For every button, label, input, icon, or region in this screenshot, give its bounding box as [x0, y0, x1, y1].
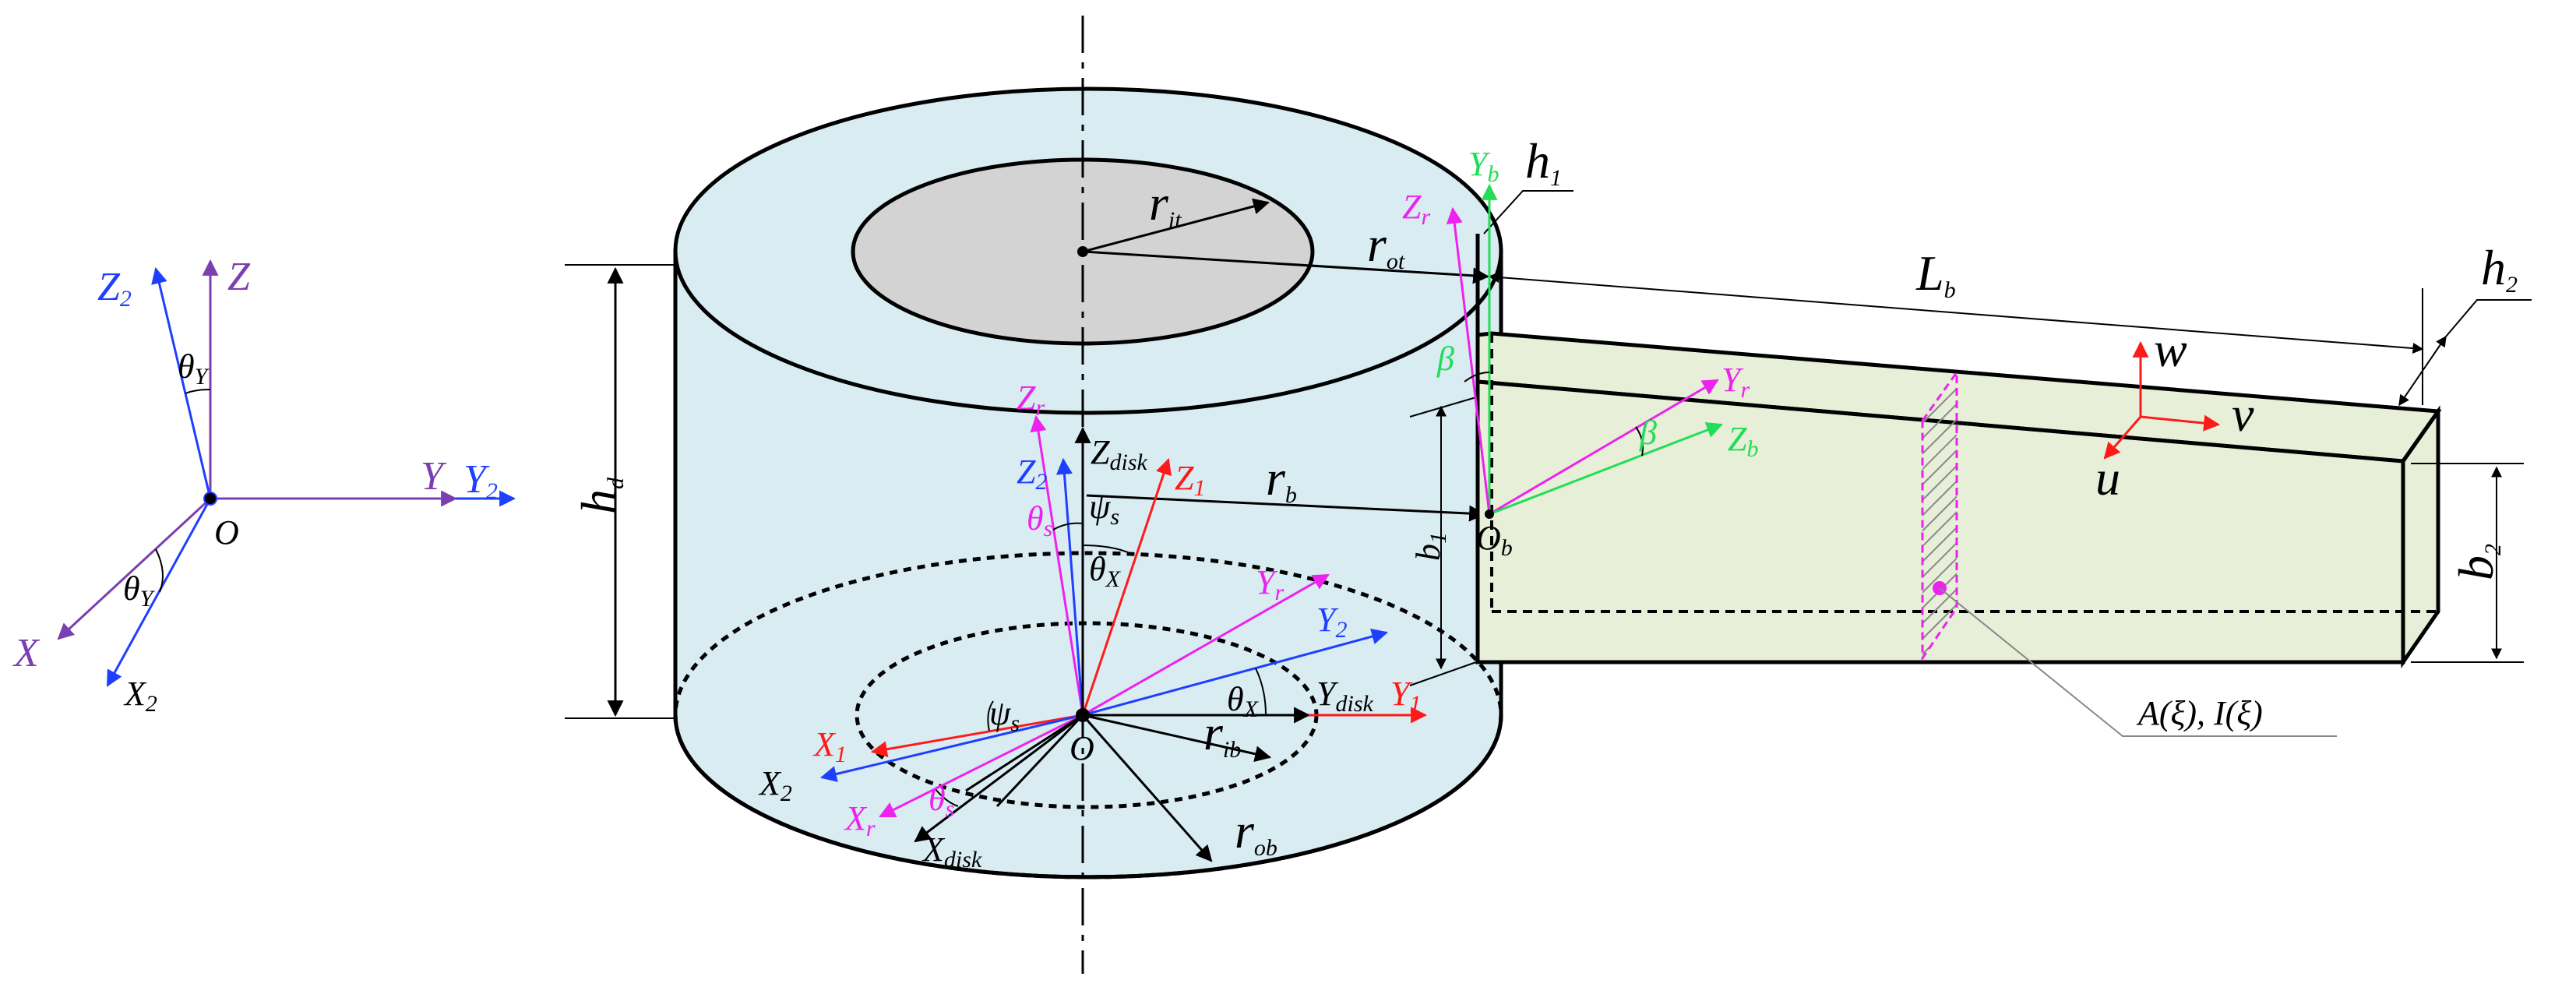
global-theta-y-bottom-label: θY — [123, 569, 156, 612]
theta-y-bottom-arc — [155, 548, 164, 593]
lb-label: Lb — [1915, 245, 1956, 303]
disk-z2-arrow — [1055, 457, 1084, 716]
section-label: A(ξ), I(ξ) — [2136, 694, 2263, 732]
disk-x1-label: X1 — [812, 725, 847, 767]
disk-theta-x-bottom-label: θX — [1227, 680, 1260, 722]
lb-dimension-line — [1488, 271, 2424, 354]
blade-beta-bottom-arc — [1635, 426, 1644, 456]
disk-rib-label: rib — [1203, 705, 1241, 763]
b2-label: b2 — [2448, 544, 2506, 580]
disk-rob-label: rob — [1235, 803, 1277, 861]
disk-z1-label: Z1 — [1175, 459, 1205, 501]
disk-zr-label: Zr — [1017, 379, 1045, 421]
blade-zb-label: Zb — [1728, 420, 1758, 462]
r-ot-arrow — [1082, 250, 1490, 284]
blade-ob-label: Ob — [1476, 519, 1513, 561]
v-axis-arrow — [2140, 414, 2221, 432]
global-y-label: Y — [421, 454, 447, 499]
blade-zb-arrow — [1489, 422, 1723, 516]
disk-x2-label: X2 — [758, 764, 792, 806]
disk-rib-arrow — [1082, 714, 1272, 763]
disk-z1-arrow — [1081, 458, 1172, 716]
disk: hd rit rot rb Zr Z2 — [565, 16, 1503, 974]
disk-zr-arrow — [1030, 414, 1084, 716]
disk-rob-arrow — [1081, 714, 1213, 862]
disk-x1-arrow — [870, 714, 1084, 758]
disk-yr-arrow — [1082, 573, 1330, 717]
r-it-arrow — [1082, 198, 1270, 253]
global-z2-label: Z2 — [97, 265, 132, 312]
disk-xdisk-arrow — [914, 714, 1084, 843]
disk-y1-label: Y1 — [1390, 675, 1421, 717]
blade-zr-label: Zr — [1402, 188, 1430, 230]
x-axis-arrow — [57, 497, 212, 640]
global-theta-y-top-label: θY — [178, 347, 210, 390]
w-label: w — [2154, 322, 2187, 377]
disk-y2-label: Y2 — [1316, 601, 1347, 643]
disk-xdisk-label: Xdisk — [922, 830, 982, 872]
blade: A(ξ), I(ξ) h1 Lb h2 b1 b2 Yb Zr β Ob — [1402, 133, 2532, 737]
global-x-label: X — [12, 631, 41, 675]
u-axis-arrow — [2103, 416, 2142, 460]
disk-z2-label: Z2 — [1017, 453, 1047, 495]
theta-x-top-arc — [1082, 545, 1134, 555]
h1-leader — [1483, 190, 1573, 234]
disk-xr-arrow — [879, 714, 1084, 818]
disk-psi-s-top-label: ψs — [1089, 488, 1119, 530]
b1-label: b1 — [1409, 532, 1451, 561]
psi-s-bottom-arc — [987, 700, 994, 731]
disk-bottom-front-edge — [673, 714, 1503, 879]
theta-x-bottom-arc — [1255, 668, 1267, 716]
hd-label: hd — [571, 477, 629, 514]
disk-psi-s-bottom-label: ψs — [989, 694, 1020, 736]
disk-center-dot — [1076, 708, 1090, 722]
blade-origin-dot — [1485, 509, 1494, 519]
r-it-label: rit — [1149, 175, 1182, 233]
global-origin-dot — [203, 492, 217, 506]
theta-s-arc — [1052, 522, 1084, 531]
x2-axis-arrow — [106, 498, 212, 687]
r-b-label: rb — [1266, 450, 1297, 508]
disk-theta-x-top-label: θX — [1089, 550, 1122, 592]
blade-beta-top-label: β — [1436, 340, 1454, 378]
blade-zr-arrow — [1446, 206, 1491, 515]
b1-ext-bottom — [1409, 661, 1477, 686]
h2-leader — [2445, 299, 2532, 337]
u-label: u — [2095, 450, 2120, 506]
disk-theta-s-bottom-label: θs — [929, 780, 954, 822]
h2-dimension-line — [2398, 335, 2447, 407]
global-frame: Z2 Z θY Y Y2 O θY X X2 — [12, 255, 516, 717]
disk-y2-arrow — [1082, 628, 1389, 717]
h1-label: h1 — [1525, 133, 1562, 191]
disk-x2-arrow — [819, 714, 1084, 782]
disk-extra-ray-2 — [965, 714, 1084, 792]
r-b-arrow — [1086, 494, 1486, 522]
theta-y-top-arc — [185, 389, 211, 394]
global-y2-label: Y2 — [463, 457, 498, 504]
disk-center-label: O — [1070, 729, 1094, 767]
z2-axis-arrow — [151, 266, 212, 499]
disk-extra-ray-1 — [996, 714, 1084, 808]
disk-ydisk-label: Ydisk — [1316, 675, 1373, 717]
r-ot-label: rot — [1367, 217, 1405, 274]
disk-theta-s-label: θs — [1027, 499, 1052, 541]
global-z-label: Z — [227, 255, 251, 299]
blade-yr-arrow — [1489, 379, 1719, 516]
cross-section-hatch — [1921, 368, 1958, 662]
disk-yr-label: Yr — [1256, 563, 1284, 605]
blade-end-face — [2401, 405, 2440, 669]
global-origin-label: O — [214, 513, 239, 552]
blade-beta-bottom-label: β — [1639, 414, 1657, 452]
disk-xr-label: Xr — [844, 799, 876, 841]
h2-label: h2 — [2481, 240, 2518, 298]
blade-beta-top-arc — [1464, 372, 1490, 382]
blade-yb-label: Yb — [1468, 145, 1499, 187]
v-label: v — [2232, 386, 2254, 442]
global-x2-label: X2 — [123, 675, 157, 717]
blade-yr-label: Yr — [1721, 361, 1750, 403]
section-leader-line — [1939, 587, 2337, 737]
disk-zdisk-label: Zdisk — [1091, 433, 1147, 475]
theta-s-bottom-arc — [934, 788, 959, 807]
